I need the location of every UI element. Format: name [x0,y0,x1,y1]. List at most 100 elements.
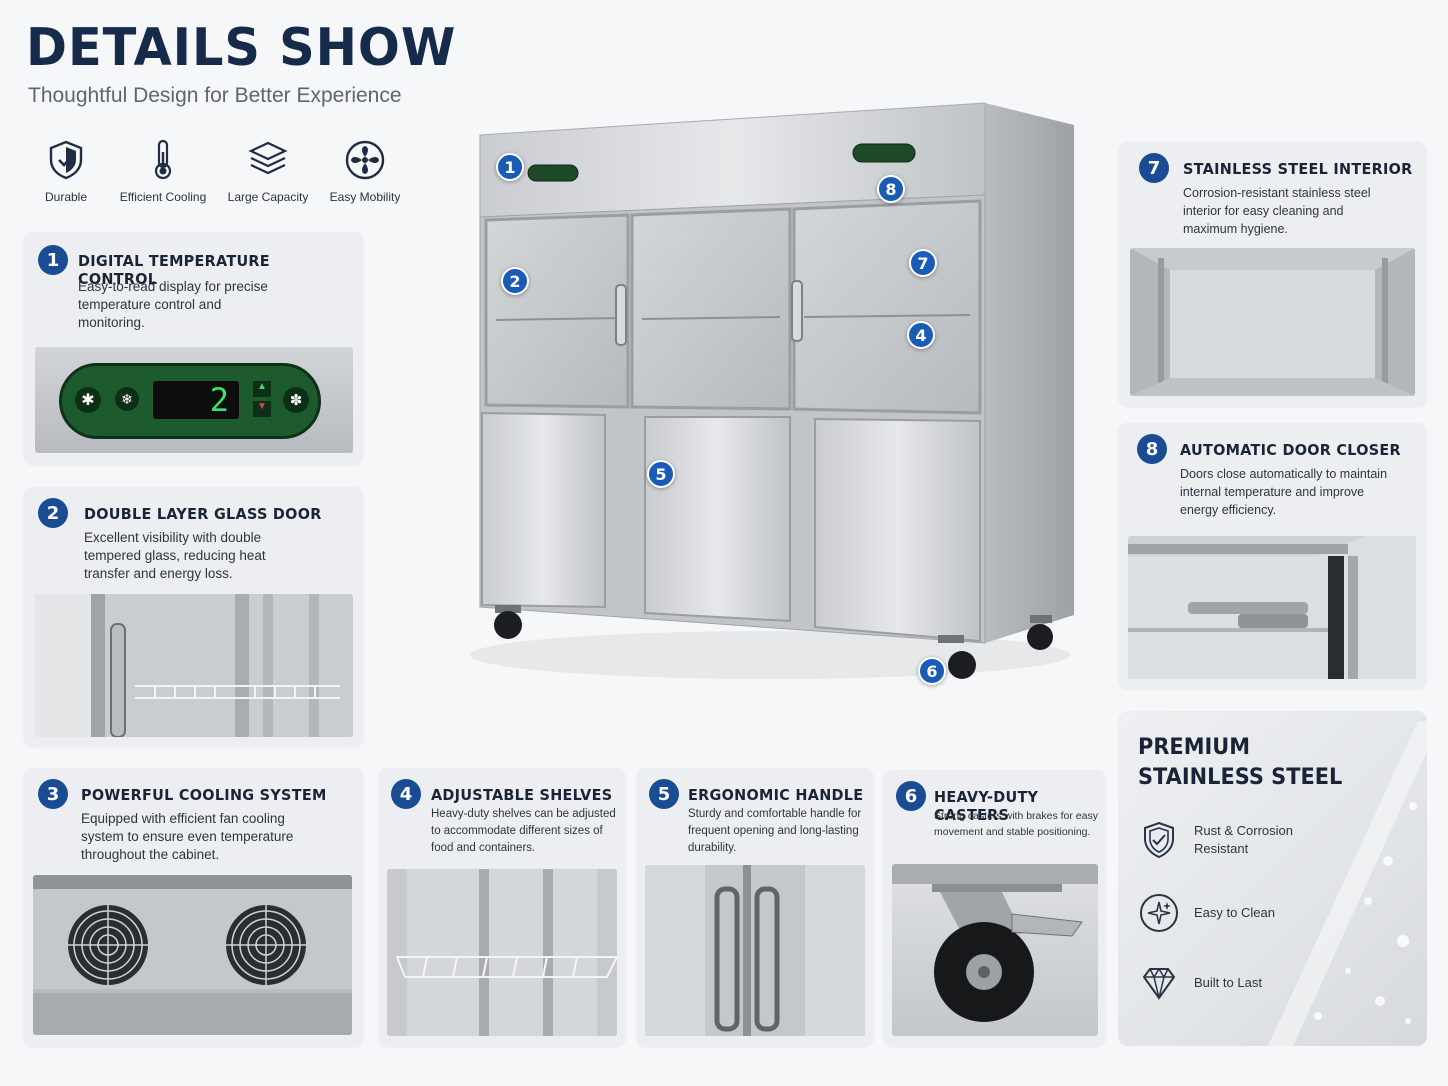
shield-check-icon [1144,821,1174,859]
shield-check-icon [49,140,83,180]
desc-line: Equipped with efficient fan cooling [81,811,285,826]
card-automatic-door-closer: 8 AUTOMATIC DOOR CLOSER Doors close auto… [1119,423,1426,688]
desc-line: frequent opening and long-lasting [688,825,859,837]
fan-icon [345,140,385,180]
premium-item-built-to-last: Built to Last [1138,962,1304,1004]
card-title: HEAVY-DUTY CASTERS [934,788,1039,824]
premium-item-label: Built to Last [1194,974,1304,992]
feature-durable: Durable [16,138,116,204]
temperature-reading: 2 [209,381,229,419]
card-number-badge: 4 [391,779,421,809]
sparkle-icon [1140,894,1178,932]
marker-5[interactable]: 5 [647,460,675,488]
desc-line: to accommodate different sizes of [431,825,603,837]
fan-grille-right [226,905,306,985]
premium-item-rust-resistant: Rust & Corrosion Resistant [1138,819,1304,861]
card-description: Equipped with efficient fan cooling syst… [81,810,293,864]
desc-line: system to ensure even temperature [81,829,294,844]
desc-line: throughout the cabinet. [81,847,220,862]
fan-icon: ✽ [283,387,309,413]
desc-line: tempered glass, reducing heat [84,548,266,563]
desc-line: Corrosion-resistant stainless steel [1183,186,1371,200]
feature-easy-mobility: Easy Mobility [315,138,415,204]
door-closer-photo [1128,536,1416,679]
temperature-control-photo: ✱ ❄ 2 ▲ ▼ ✽ [35,347,353,453]
card-description: Corrosion-resistant stainless steel inte… [1183,184,1371,238]
desc-line: Strong casters with brakes for easy [934,810,1098,822]
desc-line: internal temperature and improve [1180,485,1365,499]
card-title: ADJUSTABLE SHELVES [431,786,613,804]
desc-line: durability. [688,842,737,854]
feature-label: Durable [44,190,88,204]
desc-line: Excellent visibility with double [84,530,262,545]
desc-line: movement and stable positioning. [934,826,1091,838]
card-description: Strong casters with brakes for easy move… [934,808,1098,840]
premium-title-line: PREMIUM [1138,735,1251,760]
desc-line: interior for easy cleaning and [1183,204,1344,218]
defrost-icon: ❄ [115,387,139,411]
feature-label: Easy Mobility [329,190,401,204]
card-digital-temperature-control: 1 DIGITAL TEMPERATURE CONTROL Easy-to-re… [24,232,363,464]
marker-1[interactable]: 1 [496,153,524,181]
card-title: AUTOMATIC DOOR CLOSER [1180,441,1401,459]
card-ergonomic-handle: 5 ERGONOMIC HANDLE Sturdy and comfortabl… [637,768,873,1046]
premium-title: PREMIUM STAINLESS STEEL [1138,733,1342,793]
marker-2[interactable]: 2 [501,267,529,295]
interior-photo [1130,248,1415,396]
marker-6[interactable]: 6 [918,657,946,685]
desc-line: Sturdy and comfortable handle for [688,808,862,820]
card-title: STAINLESS STEEL INTERIOR [1183,160,1413,178]
marker-4[interactable]: 4 [907,321,935,349]
card-number-badge: 5 [649,779,679,809]
card-number-badge: 3 [38,779,68,809]
premium-item-label: Rust & Corrosion Resistant [1194,822,1304,858]
card-number-badge: 1 [38,245,68,275]
premium-stainless-steel-panel: PREMIUM STAINLESS STEEL Rust & Corrosion… [1118,711,1427,1046]
glass-door-photo [35,594,353,737]
desc-line: Easy-to-read display for precise [78,279,268,294]
card-number-badge: 6 [896,781,926,811]
down-arrow-icon: ▼ [253,401,271,417]
temperature-display: 2 [153,381,239,419]
feature-label: Efficient Cooling [119,190,207,204]
up-arrow-icon: ▲ [253,381,271,397]
feature-large-capacity: Large Capacity [218,138,318,204]
caster-wheels [494,605,1053,679]
premium-title-line: STAINLESS STEEL [1138,765,1343,790]
desc-line: temperature control and [78,297,222,312]
diamond-icon [1142,967,1176,1000]
handle-photo [645,865,865,1036]
feature-label: Large Capacity [227,190,309,204]
premium-item-easy-clean: Easy to Clean [1138,892,1304,934]
fan-grille-left [68,905,148,985]
label-line: Resistant [1194,841,1249,856]
desc-line: transfer and energy loss. [84,566,233,581]
card-powerful-cooling-system: 3 POWERFUL COOLING SYSTEM Equipped with … [24,768,363,1046]
brushed-steel-background [1268,721,1427,1046]
label-line: Built to Last [1194,975,1262,990]
card-title: POWERFUL COOLING SYSTEM [81,786,327,804]
desc-line: energy efficiency. [1180,503,1277,517]
card-description: Doors close automatically to maintain in… [1180,465,1387,519]
card-description: Easy-to-read display for precise tempera… [78,278,268,332]
desc-line: monitoring. [78,315,145,330]
card-number-badge: 7 [1139,153,1169,183]
card-title: DOUBLE LAYER GLASS DOOR [84,505,322,523]
caster-photo [892,864,1098,1036]
card-description: Sturdy and comfortable handle for freque… [688,806,861,857]
desc-line: maximum hygiene. [1183,222,1288,236]
card-stainless-steel-interior: 7 STAINLESS STEEL INTERIOR Corrosion-res… [1119,142,1426,406]
marker-7[interactable]: 7 [909,249,937,277]
page-subtitle: Thoughtful Design for Better Experience [28,84,402,107]
desc-line: food and containers. [431,842,536,854]
label-line: Rust & Corrosion [1194,823,1293,838]
premium-item-label: Easy to Clean [1194,904,1304,922]
card-number-badge: 8 [1137,434,1167,464]
refrigerator-illustration [470,102,1074,679]
desc-line: Doors close automatically to maintain [1180,467,1388,481]
snowflake-icon: ✱ [75,387,101,413]
card-description: Heavy-duty shelves can be adjusted to ac… [431,806,616,857]
feature-efficient-cooling: Efficient Cooling [113,138,213,204]
marker-8[interactable]: 8 [877,175,905,203]
card-number-badge: 2 [38,498,68,528]
